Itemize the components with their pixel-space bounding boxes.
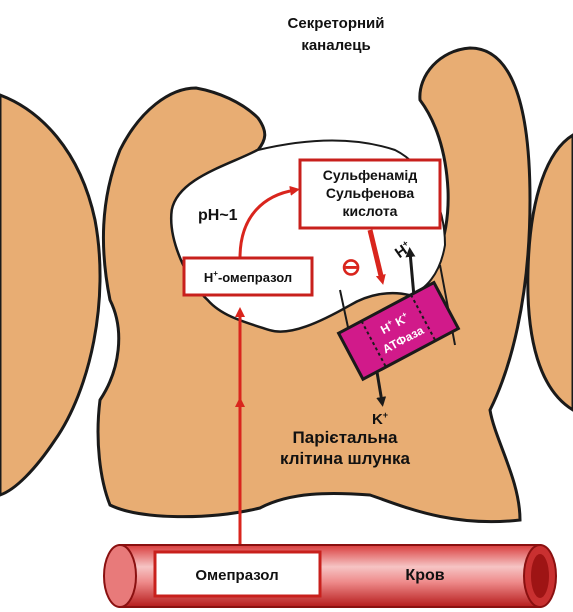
ph-label: pH~1 — [198, 207, 238, 224]
canaliculus-title-line1: Секреторний — [288, 15, 385, 32]
sulfenamide-label: Сульфенамід — [323, 167, 418, 183]
canaliculus-title-line2: каналець — [301, 37, 370, 54]
h-omeprazole-label: H+-омепразол — [204, 269, 292, 285]
left-neighbor-cell — [0, 95, 100, 495]
parietal-cell-label-line1: Парієтальна — [293, 428, 398, 447]
omeprazole-label: Омепразол — [195, 567, 278, 584]
sulfenic-acid-label-line2: кислота — [343, 203, 398, 219]
sulfenic-acid-label-line1: Сульфенова — [326, 185, 414, 201]
right-neighbor-cell — [528, 135, 573, 410]
inhibition-sign: ⊖ — [341, 254, 361, 281]
blood-label: Кров — [405, 567, 444, 584]
parietal-cell-label-line2: клітина шлунка — [280, 449, 410, 468]
